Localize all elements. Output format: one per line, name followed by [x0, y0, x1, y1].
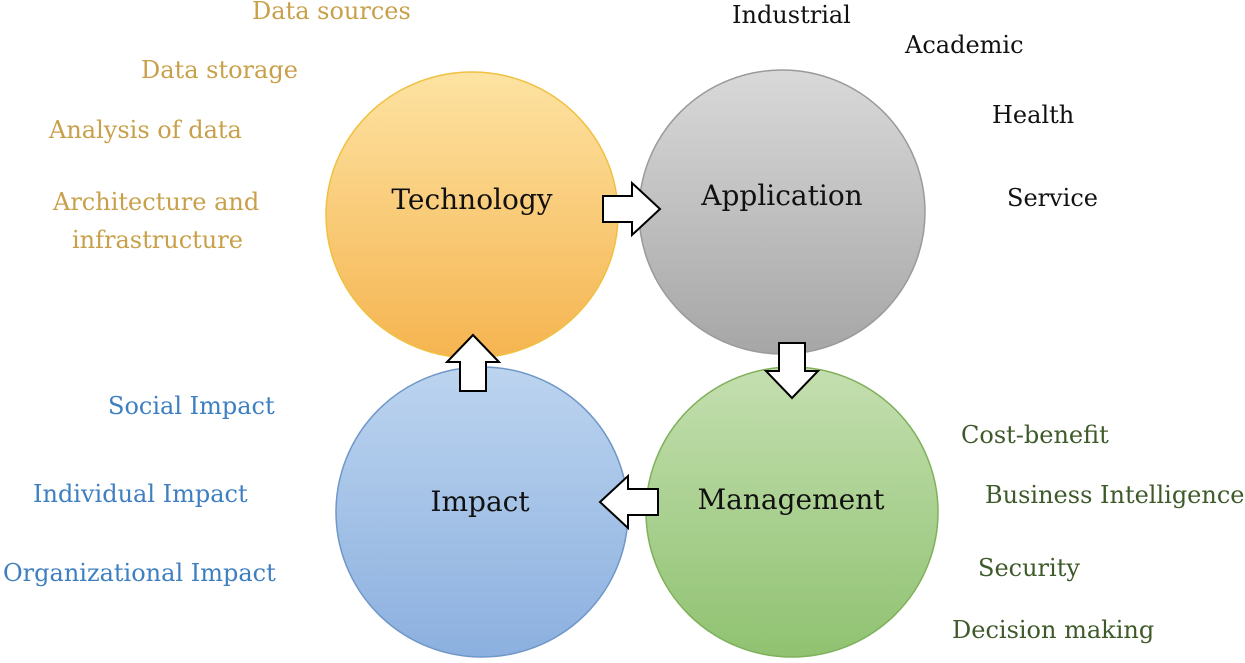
- arrow-left-icon: [598, 473, 659, 531]
- technology-item: Data storage: [141, 56, 298, 84]
- application-item: Industrial: [732, 1, 851, 29]
- impact-title: Impact: [430, 485, 530, 518]
- management-item: Security: [978, 554, 1080, 582]
- technology-item: Analysis of data: [49, 116, 242, 144]
- application-item: Academic: [905, 31, 1024, 59]
- management-item: Cost-benefit: [961, 421, 1109, 449]
- arrow-up-icon: [444, 333, 502, 392]
- application-item: Service: [1007, 184, 1098, 212]
- management-title: Management: [698, 483, 886, 516]
- technology-title: Technology: [391, 183, 552, 216]
- technology-item: Architecture and: [53, 188, 260, 216]
- application-title: Application: [700, 179, 862, 212]
- arrow-right-icon: [602, 180, 662, 238]
- application-item: Health: [992, 101, 1075, 129]
- application-circle: [638, 69, 926, 355]
- impact-item: Organizational Impact: [3, 559, 276, 587]
- arrow-down-icon: [763, 342, 821, 400]
- management-item: Business Intelligence: [985, 481, 1245, 509]
- technology-item: infrastructure: [72, 226, 243, 254]
- impact-item: Social Impact: [108, 392, 275, 420]
- technology-item: Data sources: [252, 0, 411, 25]
- impact-item: Individual Impact: [33, 480, 248, 508]
- management-item: Decision making: [952, 616, 1155, 644]
